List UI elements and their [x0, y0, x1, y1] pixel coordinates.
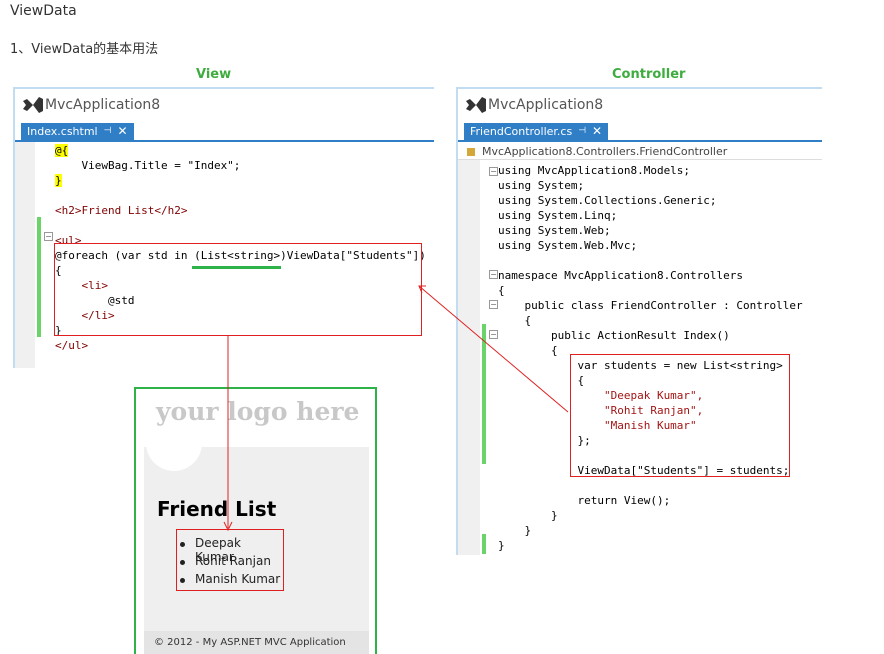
- code-line: public ActionResult Index(): [498, 329, 730, 342]
- code-line: var students = new List<string>: [498, 359, 783, 372]
- code-line: {: [498, 284, 505, 297]
- code-line: </li>: [55, 309, 115, 322]
- close-icon[interactable]: ✕: [592, 124, 603, 138]
- bullet-icon: [180, 542, 185, 547]
- view-editor-window: MvcApplication8 Index.cshtml ⊣ ✕ − @{ Vi…: [13, 87, 434, 368]
- editor-gutter: [458, 160, 480, 555]
- code-line: ViewData["Students"] = students;: [498, 464, 790, 477]
- highlight-box: [570, 354, 790, 477]
- connector-line: [418, 285, 569, 413]
- page-heading: Friend List: [157, 497, 277, 521]
- tab-underline: [15, 140, 434, 142]
- highlight-box: [54, 243, 422, 336]
- pin-icon[interactable]: ⊣: [578, 126, 587, 136]
- list-item: Rohit Ranjan: [195, 554, 271, 568]
- code-line: }: [498, 509, 558, 522]
- visual-studio-icon: [23, 97, 43, 113]
- code-line: <h2>Friend List</h2>: [55, 204, 188, 217]
- code-line: return View();: [498, 494, 671, 507]
- change-bar: [482, 534, 486, 554]
- code-line: "Rohit Ranjan",: [498, 404, 704, 417]
- bullet-icon: [180, 560, 185, 565]
- tab-underline: [458, 140, 822, 142]
- code-line: "Manish Kumar": [498, 419, 697, 432]
- window-title: MvcApplication8: [45, 97, 161, 113]
- code-line: @foreach (var std in (List<string>)ViewD…: [55, 249, 426, 262]
- collapse-icon[interactable]: −: [489, 270, 498, 279]
- code-line: @{: [55, 144, 69, 157]
- code-line: using System.Web;: [498, 224, 611, 237]
- change-bar: [37, 217, 41, 337]
- arrow-head: [223, 521, 233, 532]
- tab-label: FriendController.cs: [470, 125, 573, 138]
- code-line: namespace MvcApplication8.Controllers: [498, 269, 744, 282]
- code-line: using System.Web.Mvc;: [498, 239, 638, 252]
- visual-studio-icon: [466, 97, 486, 113]
- code-line: @std: [55, 294, 135, 307]
- collapse-icon[interactable]: −: [489, 167, 498, 176]
- collapse-icon[interactable]: −: [44, 232, 53, 241]
- collapse-icon[interactable]: −: [489, 330, 498, 339]
- friend-list: Deepak Kumar Rohit Ranjan Manish Kumar: [176, 529, 284, 591]
- code-line: }: [55, 174, 62, 187]
- code-line: using MvcApplication8.Models;: [498, 164, 691, 177]
- cast-underline: [192, 266, 281, 269]
- code-line: using System.Collections.Generic;: [498, 194, 717, 207]
- controller-editor-window: MvcApplication8 FriendController.cs ⊣ ✕ …: [456, 87, 822, 555]
- view-label: View: [196, 67, 232, 82]
- code-line: using System;: [498, 179, 585, 192]
- code-line: {: [55, 264, 62, 277]
- list-item: Manish Kumar: [195, 572, 281, 586]
- code-line: }: [498, 524, 532, 537]
- code-line: {: [498, 374, 585, 387]
- controller-label: Controller: [612, 67, 686, 82]
- class-icon: [467, 148, 475, 156]
- tab-label: Index.cshtml: [27, 125, 98, 138]
- code-line: using System.Linq;: [498, 209, 618, 222]
- code-line: {: [498, 344, 558, 357]
- list-item: Deepak Kumar: [195, 536, 241, 564]
- editor-gutter: [15, 142, 35, 368]
- code-line: }: [498, 539, 505, 552]
- doc-subtitle: 1、ViewData的基本用法: [10, 42, 159, 57]
- close-icon[interactable]: ✕: [117, 124, 128, 138]
- site-logo: your logo here: [156, 397, 360, 426]
- code-line: <li>: [55, 279, 108, 292]
- breadcrumb[interactable]: MvcApplication8.Controllers.FriendContro…: [482, 145, 728, 158]
- change-bar: [482, 324, 486, 464]
- window-title: MvcApplication8: [488, 97, 604, 113]
- code-line: public class FriendController : Controll…: [498, 299, 803, 312]
- code-line: "Deepak Kumar",: [498, 389, 704, 402]
- doc-title: ViewData: [10, 3, 77, 19]
- divider: [458, 159, 822, 160]
- tab-index-cshtml[interactable]: Index.cshtml ⊣ ✕: [21, 123, 134, 140]
- bullet-icon: [180, 578, 185, 583]
- code-line: };: [498, 434, 591, 447]
- code-line: </ul>: [55, 339, 89, 352]
- browser-output: your logo here Friend List Deepak Kumar …: [134, 387, 377, 654]
- code-line: }: [55, 324, 62, 337]
- tab-friendcontroller-cs[interactable]: FriendController.cs ⊣ ✕: [464, 123, 609, 140]
- code-line: ViewBag.Title = "Index";: [55, 159, 241, 172]
- page-footer: © 2012 - My ASP.NET MVC Application: [144, 631, 369, 654]
- code-line: {: [498, 314, 532, 327]
- collapse-icon[interactable]: −: [489, 300, 498, 309]
- pin-icon[interactable]: ⊣: [103, 126, 112, 136]
- arrow-head: [418, 285, 426, 294]
